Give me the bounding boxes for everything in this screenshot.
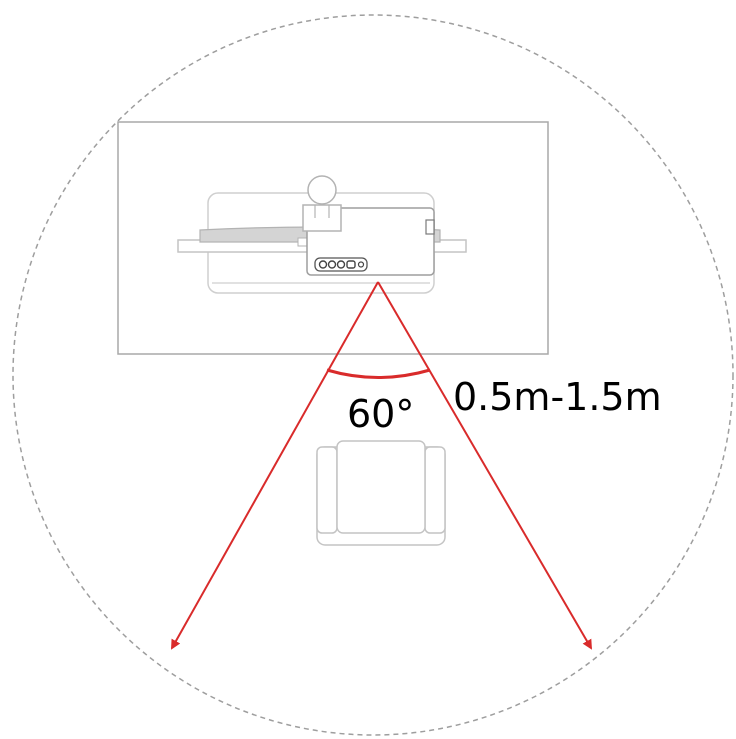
- range-boundary-circle: [12, 14, 734, 736]
- chair-icon: [316, 440, 446, 546]
- fov-arrow-left: [171, 281, 379, 650]
- distance-label: 0.5m-1.5m: [453, 375, 662, 419]
- angle-label: 60°: [347, 392, 414, 436]
- fov-arrow-right: [377, 281, 593, 650]
- port-panel: [314, 257, 368, 272]
- angle-arc: [326, 368, 431, 379]
- webcam-icon: [302, 175, 342, 232]
- field-of-view: [171, 281, 593, 650]
